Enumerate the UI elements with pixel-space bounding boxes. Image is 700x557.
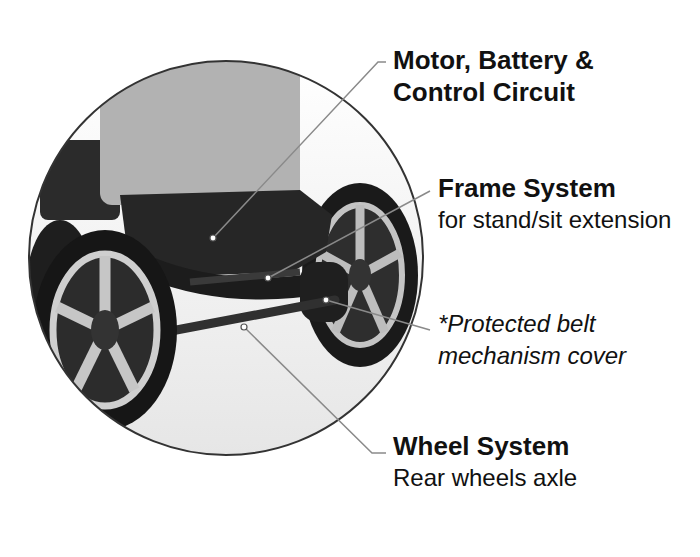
leader-line xyxy=(268,191,430,278)
leader-dot xyxy=(323,297,329,303)
seat-back xyxy=(100,30,300,205)
part-title: Frame System xyxy=(438,172,678,204)
circle-outline xyxy=(29,61,423,455)
leader-line xyxy=(244,327,386,453)
leader-dot xyxy=(241,324,247,330)
part-title: Motor, Battery & Control Circuit xyxy=(393,44,683,108)
rear-axle xyxy=(150,300,335,335)
leader-line xyxy=(213,62,386,238)
callout-group: Wheel SystemRear wheels axle xyxy=(393,430,683,494)
callout-group: Motor, Battery & Control Circuit xyxy=(393,44,683,108)
part-title: Wheel System xyxy=(393,430,683,462)
leader-dot xyxy=(210,235,216,241)
left-wheel xyxy=(33,230,177,430)
belt-cover xyxy=(300,262,348,322)
part-description: for stand/sit extension xyxy=(438,204,678,236)
callout-group: Frame Systemfor stand/sit extension xyxy=(438,172,678,236)
leader-dots xyxy=(210,235,329,330)
part-description: Rear wheels axle xyxy=(393,462,683,494)
frame-bar xyxy=(190,272,300,282)
leader-line xyxy=(326,300,430,330)
stroller-base xyxy=(26,30,418,430)
leader-dot xyxy=(265,275,271,281)
leader-lines xyxy=(213,62,430,453)
callout-group: *Protected belt mechanism cover xyxy=(438,308,688,372)
part-note: *Protected belt mechanism cover xyxy=(438,308,688,372)
